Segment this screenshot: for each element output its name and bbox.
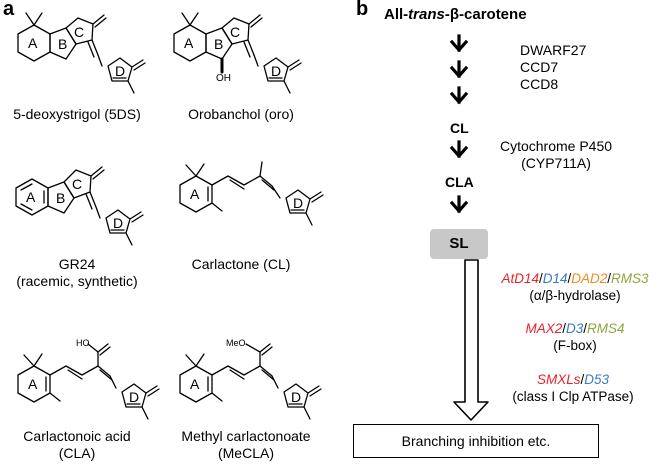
- gene-name: RMS4: [587, 321, 625, 336]
- arrow-3: [449, 86, 469, 105]
- gene-name: D53: [584, 372, 610, 387]
- arrow-5: [449, 195, 469, 214]
- output-box: Branching inhibition etc.: [353, 424, 599, 458]
- ring-b-gr24: [47, 181, 75, 214]
- ring-d-cla: [121, 383, 147, 408]
- separator: /: [562, 321, 566, 336]
- gene-name: DAD2: [571, 271, 608, 286]
- repressor-class: (class I Clp ATPase): [512, 389, 634, 404]
- caption-mecla: Methyl carlactonoate (MeCLA): [181, 428, 311, 461]
- ring-d-mecla: [283, 383, 309, 408]
- caption-oro: Orobanchol (oro): [188, 106, 294, 122]
- ring-c-oro: [221, 17, 250, 45]
- ring-d-5ds: [107, 57, 133, 82]
- ring-letter-a: A: [26, 189, 36, 205]
- gene-name: RMS3: [611, 271, 649, 286]
- enzyme-p450: Cytochrome P450 (CYP711A): [499, 138, 613, 171]
- caption-gr24: GR24 (racemic, synthetic): [16, 256, 138, 289]
- arrow-2: [449, 60, 469, 79]
- ring-letter-d: D: [271, 63, 282, 79]
- ring-letter-c: C: [72, 176, 83, 192]
- ring-letter-c: C: [230, 24, 241, 40]
- gene-name: D14: [542, 271, 568, 286]
- separator: /: [580, 372, 585, 387]
- ring-letter-a: A: [190, 186, 200, 202]
- hydroxy-label: HO: [76, 338, 90, 348]
- structure-cla: [17, 343, 160, 420]
- arrow-1: [449, 34, 469, 53]
- methoxy-label: MeO: [226, 338, 246, 348]
- structure-cl: [179, 161, 324, 226]
- pathway-arrows: [449, 34, 469, 214]
- hydroxyl-label: OH: [216, 73, 231, 84]
- precursor-carotene: All-trans-β-carotene: [384, 6, 527, 23]
- ring-letter-d: D: [113, 215, 124, 231]
- fbox-genes: MAX2/D3/RMS4 (F-box): [490, 320, 660, 354]
- separator: /: [567, 271, 572, 286]
- ring-c-5ds: [65, 17, 94, 45]
- fbox-class: (F-box): [553, 338, 597, 353]
- ring-letter-c: C: [74, 24, 85, 40]
- intermediate-cla: CLA: [445, 174, 474, 190]
- panel-b-label: b: [356, 0, 369, 20]
- receptor-genes: AtD14/D14/DAD2/RMS3 (α/β-hydrolase): [490, 270, 660, 304]
- intermediate-cl: CL: [450, 120, 469, 136]
- structure-mecla: [179, 343, 322, 420]
- caption-cla: Carlactonoic acid (CLA): [23, 428, 131, 461]
- repressor-gene-list: SMXLs/D53: [486, 371, 660, 388]
- ring-b-5ds: [49, 27, 77, 60]
- ring-letter-d: D: [293, 195, 304, 211]
- ring-letter-a: A: [28, 376, 38, 392]
- separator: /: [583, 321, 588, 336]
- ring-letter-d: D: [115, 63, 126, 79]
- gene-name: MAX2: [525, 321, 563, 336]
- separator: /: [538, 271, 543, 286]
- ring-letter-b: B: [58, 36, 68, 52]
- ring-b-oro: [205, 27, 233, 60]
- arrow-4: [449, 140, 469, 159]
- ring-letter-a: A: [190, 376, 200, 392]
- ring-letter-d: D: [291, 389, 302, 405]
- fbox-gene-list: MAX2/D3/RMS4: [490, 320, 660, 337]
- separator: /: [607, 271, 612, 286]
- ring-c-gr24: [63, 169, 92, 199]
- gene-name: D3: [565, 321, 584, 336]
- receptor-class: (α/β-hydrolase): [529, 288, 621, 303]
- gene-name: AtD14: [501, 271, 539, 286]
- repressor-genes: SMXLs/D53 (class I Clp ATPase): [486, 371, 660, 405]
- ring-d-oro: [263, 57, 289, 82]
- ring-letter-a: A: [184, 35, 194, 51]
- ring-letter-d: D: [129, 389, 140, 405]
- caption-5ds: 5-deoxystrigol (5DS): [13, 106, 141, 122]
- structure-5ds: [17, 12, 146, 94]
- enzyme-list-1: DWARF27 CCD7 CCD8: [520, 42, 587, 92]
- signaling-arrow: [453, 259, 489, 421]
- ring-letter-a: A: [28, 35, 38, 51]
- gene-name: SMXLs: [536, 372, 581, 387]
- structure-gr24: [15, 166, 144, 246]
- sl-node: SL: [430, 229, 488, 259]
- receptor-gene-list: AtD14/D14/DAD2/RMS3: [490, 270, 660, 287]
- ring-d-gr24: [105, 209, 131, 234]
- ring-letter-b: B: [214, 36, 224, 52]
- ring-letter-b: B: [56, 190, 66, 206]
- panel-a-label: a: [3, 0, 15, 20]
- caption-cl: Carlactone (CL): [191, 256, 291, 272]
- ring-d-cl: [285, 189, 311, 214]
- structure-oro: [173, 12, 302, 94]
